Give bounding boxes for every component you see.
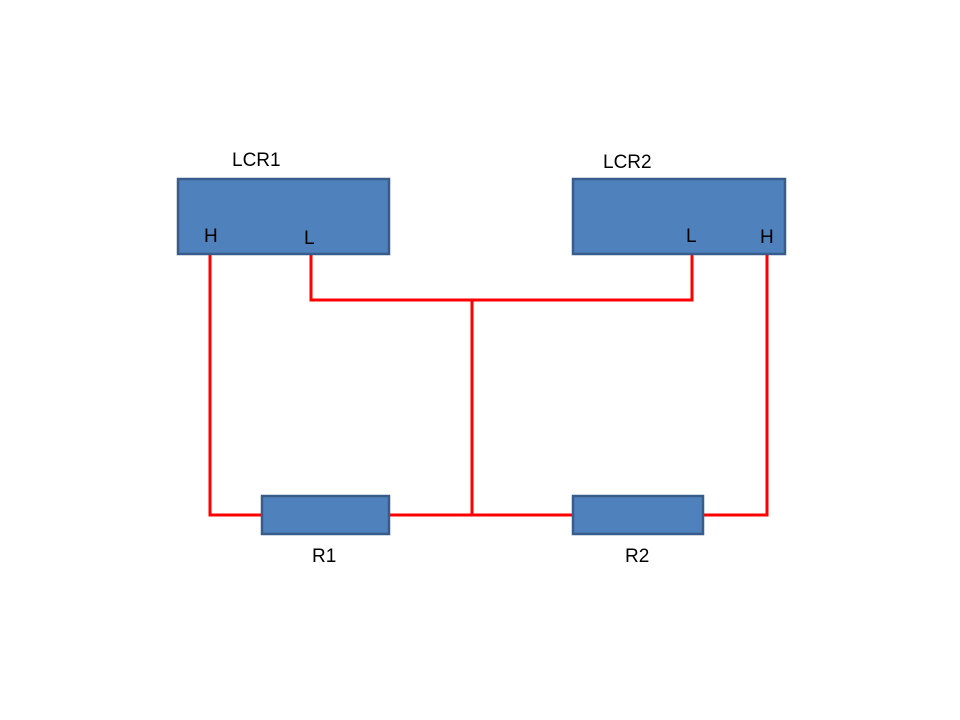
- r1-label: R1: [312, 546, 336, 567]
- wire-r2-to-lcr2-h: [701, 253, 769, 517]
- r1-box: [260, 494, 391, 536]
- lcr2-box: [571, 177, 787, 256]
- lcr2-instrument: LCR2 L H: [571, 152, 787, 256]
- r2-resistor: R2: [571, 494, 705, 567]
- lcr1-title: LCR1: [232, 150, 281, 171]
- lcr2-terminal-l-label: L: [686, 226, 697, 247]
- r1-resistor: R1: [260, 494, 391, 567]
- lcr2-title: LCR2: [603, 152, 652, 173]
- r2-label: R2: [625, 546, 649, 567]
- wire-lcr1-l-to-lcr2-l: [309, 253, 694, 302]
- lcr1-box: [176, 177, 391, 256]
- lcr1-terminal-h-label: H: [204, 226, 218, 247]
- r2-box: [571, 494, 705, 536]
- wire-lcr1-h-to-r1: [208, 253, 264, 517]
- lcr1-terminal-l-label: L: [304, 228, 315, 249]
- lcr2-terminal-h-label: H: [760, 227, 774, 248]
- lcr1-instrument: LCR1 H L: [176, 150, 391, 256]
